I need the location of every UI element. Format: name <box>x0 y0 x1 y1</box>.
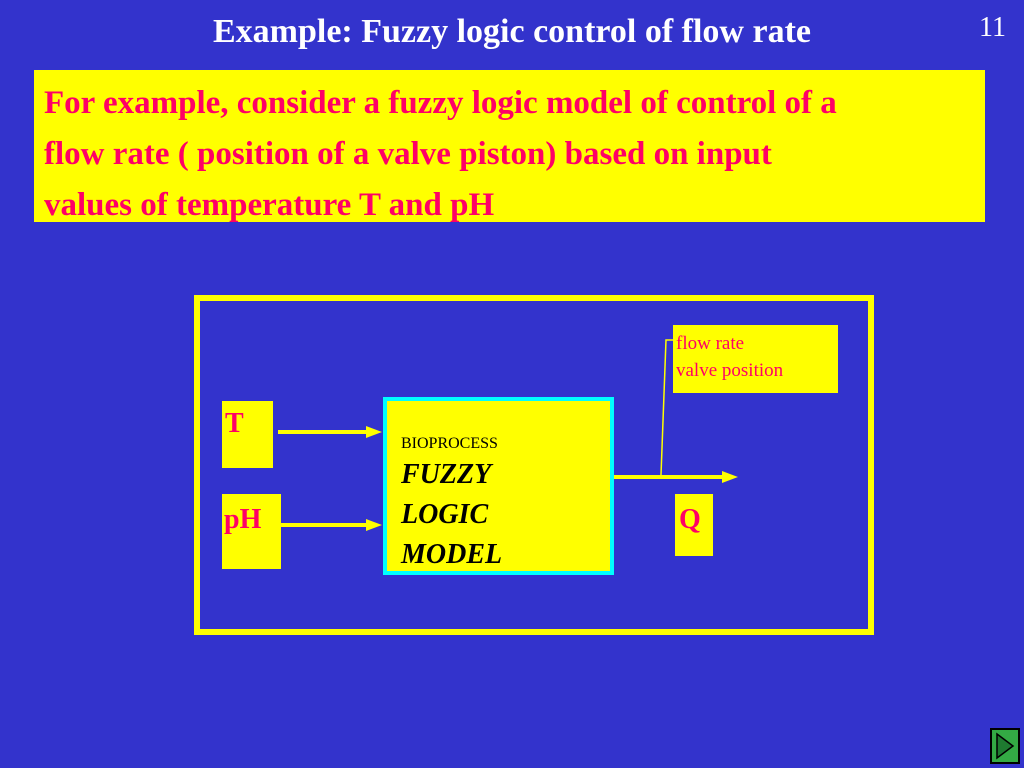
model-line-1: FUZZY <box>401 459 492 490</box>
flow-rate-annotation: flow rate valve position <box>673 325 838 393</box>
diagram-frame <box>194 295 874 635</box>
model-line-2: LOGIC <box>401 499 489 530</box>
intro-line-3: values of temperature T and pH <box>44 187 495 223</box>
arrow-q-head <box>722 471 738 483</box>
play-triangle-icon <box>996 732 1015 760</box>
intro-line-2: flow rate ( position of a valve piston) … <box>44 136 772 172</box>
input-label-ph-text: pH <box>224 504 262 535</box>
slide-title: Example: Fuzzy logic control of flow rat… <box>212 13 811 50</box>
intro-text-box: For example, consider a fuzzy logic mode… <box>34 70 985 223</box>
intro-line-1: For example, consider a fuzzy logic mode… <box>44 85 837 121</box>
input-label-ph: pH <box>222 494 281 569</box>
arrow-t-head <box>366 426 382 438</box>
annotation-leader-line <box>660 339 676 476</box>
model-subtitle: BIOPROCESS <box>401 435 498 452</box>
input-label-t-text: T <box>225 408 244 439</box>
annotation-line-2: valve position <box>676 360 784 381</box>
arrow-ph-head <box>366 519 382 531</box>
input-label-t: T <box>222 401 273 468</box>
output-label-q-text: Q <box>679 504 701 535</box>
annotation-line-1: flow rate <box>676 333 745 354</box>
output-label-q: Q <box>675 494 713 556</box>
slide-number: 11 <box>979 12 1006 43</box>
model-line-3: MODEL <box>401 539 503 570</box>
fuzzy-logic-model-box: BIOPROCESS FUZZY LOGIC MODEL <box>383 397 614 575</box>
next-slide-button[interactable] <box>990 728 1020 764</box>
